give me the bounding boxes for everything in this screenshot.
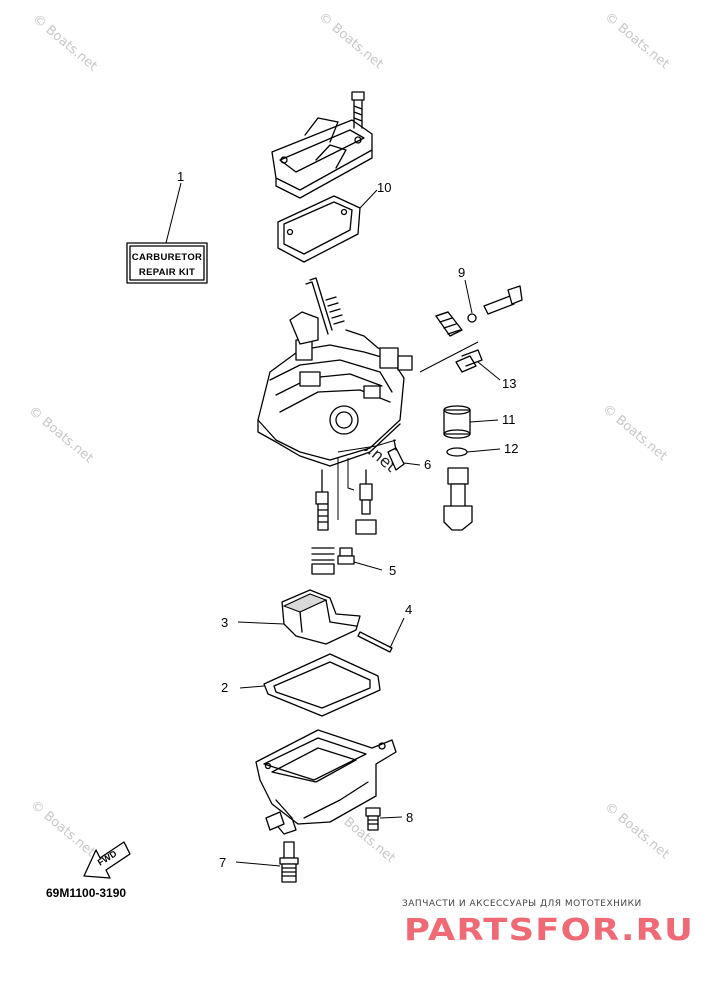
callout-6: 6: [424, 457, 431, 472]
callout-3: 3: [221, 615, 228, 630]
watermark-bottom-left: © Boats.net: [27, 798, 97, 860]
float-chamber: [255, 729, 397, 835]
pilot-screw-assembly: [435, 279, 523, 337]
part-2-gasket: [239, 653, 381, 717]
watermark-mid-right: © Boats.net: [599, 402, 669, 464]
kit-label-line1: CARBURETOR: [132, 252, 202, 263]
part-8-screw: [365, 807, 403, 831]
emulsion-tube: [443, 467, 473, 531]
callout-7: 7: [219, 855, 226, 870]
jets-assembly: [311, 458, 377, 575]
watermark-top-right: © Boats.net: [601, 10, 671, 72]
callout-12: 12: [504, 441, 518, 456]
part-1-repair-kit: CARBURETOR REPAIR KIT: [126, 182, 208, 284]
carburetor-body: [257, 277, 413, 467]
callout-9: 9: [458, 265, 465, 280]
footer-branding: ЗАПЧАСТИ И АКСЕССУАРЫ ДЛЯ МОТОТЕХНИКИ PA…: [402, 899, 694, 948]
callout-13: 13: [502, 376, 516, 391]
part-10-gasket: [277, 189, 378, 263]
callout-11: 11: [502, 412, 516, 427]
diagram-code: 69M1100-3190: [46, 886, 126, 900]
part-12-o-ring: [446, 447, 501, 457]
part-3-float: [237, 589, 361, 645]
part-9-o-ring: [467, 313, 477, 323]
part-13-screw: [419, 341, 501, 381]
watermark-bottom-right: © Boats.net: [601, 800, 671, 862]
watermark-mid-left: © Boats.net: [25, 404, 95, 466]
callout-4: 4: [405, 602, 412, 617]
part-6-needle-valve: [337, 439, 421, 471]
callout-1: 1: [177, 169, 184, 184]
watermark-top-left: © Boats.net: [29, 12, 99, 74]
footer-tagline: ЗАПЧАСТИ И АКСЕССУАРЫ ДЛЯ МОТОТЕХНИКИ: [402, 899, 642, 909]
part-5-jet: [337, 547, 383, 571]
float-chamber-cover: [271, 91, 373, 199]
callout-2: 2: [221, 680, 228, 695]
kit-label-line2: REPAIR KIT: [139, 267, 195, 278]
callout-10: 10: [377, 180, 391, 195]
part-4-float-pin: [357, 617, 405, 653]
callout-8: 8: [406, 810, 413, 825]
footer-logo: PARTSFOR.RU: [404, 913, 694, 948]
part-11-nozzle: [443, 405, 499, 439]
part-7-drain-screw: [235, 841, 299, 883]
watermark-top-center: © Boats.net: [315, 10, 385, 72]
callout-5: 5: [389, 563, 396, 578]
callout-labels: 1 2 3 4 5 6 7 8 9 10 11 12 13: [177, 169, 518, 870]
